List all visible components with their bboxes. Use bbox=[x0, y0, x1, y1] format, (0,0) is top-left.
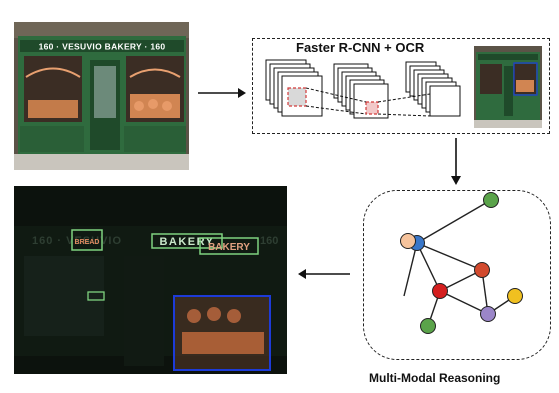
arrow-to-output bbox=[298, 269, 350, 279]
window-word: BAKERY bbox=[208, 242, 250, 253]
graph-node-crimson bbox=[432, 283, 448, 299]
graph-node-purple bbox=[480, 306, 496, 322]
reasoning-panel bbox=[363, 190, 551, 360]
left-word: BREAD bbox=[75, 239, 100, 246]
cnn-feature-maps bbox=[265, 59, 461, 119]
roi-box-1 bbox=[287, 87, 307, 107]
storefront-photo: 160 · VESUVIO BAKERY · 160 bbox=[14, 22, 189, 170]
arrow-to-reasoning bbox=[451, 138, 461, 185]
graph-node-green-bottom bbox=[420, 318, 436, 334]
graph-node-green-top bbox=[483, 192, 499, 208]
reasoning-label: Multi-Modal Reasoning bbox=[369, 371, 501, 385]
text-box-sign bbox=[151, 233, 223, 249]
faded-sign-text: 160 · VESUVIO bbox=[32, 235, 122, 247]
roi-box-2 bbox=[365, 101, 379, 115]
faded-sign-right-text: 160 bbox=[260, 235, 278, 247]
detector-thumbnail bbox=[474, 46, 542, 128]
text-box-small bbox=[87, 291, 105, 301]
storefront-sign-text: 160 · VESUVIO BAKERY · 160 bbox=[39, 42, 166, 52]
text-box-left bbox=[71, 229, 103, 251]
graph-node-peach bbox=[400, 233, 416, 249]
detector-label: Faster R-CNN + OCR bbox=[296, 40, 425, 55]
graph-node-yellow bbox=[507, 288, 523, 304]
arrow-to-detector bbox=[198, 88, 246, 98]
detector-panel bbox=[252, 38, 550, 134]
text-box-window bbox=[199, 237, 259, 255]
output-image: 160 · VESUVIO 160 BAKERY BREAD BAKERY bbox=[14, 186, 287, 374]
reasoning-graph bbox=[400, 192, 523, 334]
region-box-window bbox=[173, 295, 271, 371]
graph-node-red bbox=[474, 262, 490, 278]
